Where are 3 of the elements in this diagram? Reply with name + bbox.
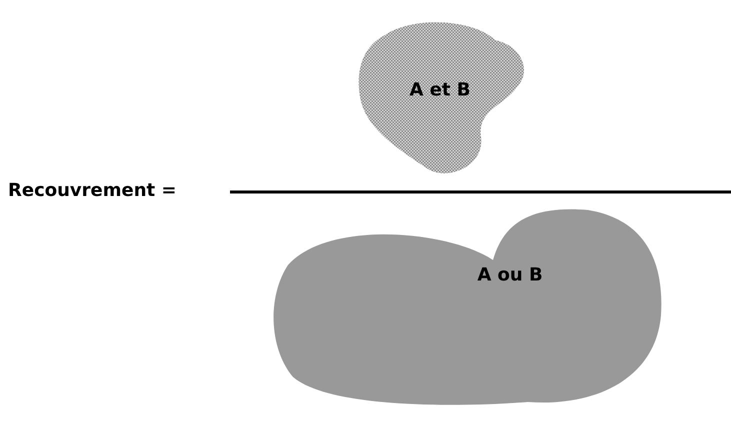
set-label: A ou B (477, 264, 543, 286)
formula-label: Recouvrement = (8, 180, 176, 201)
set-label: A et B (410, 80, 470, 100)
